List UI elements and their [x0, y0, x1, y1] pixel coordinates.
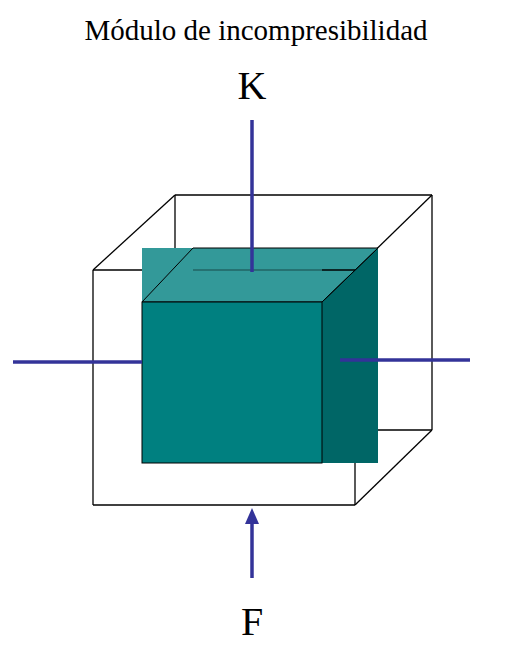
force-arrowhead	[245, 508, 259, 524]
modulus-symbol: K	[238, 66, 267, 106]
outer-cube-front	[93, 270, 355, 505]
compressed-cube	[142, 248, 378, 463]
force-symbol: F	[241, 602, 263, 642]
outer-cube	[93, 195, 432, 505]
diagram-title: Módulo de incompresibilidad	[84, 16, 427, 45]
force-lines	[13, 120, 470, 578]
